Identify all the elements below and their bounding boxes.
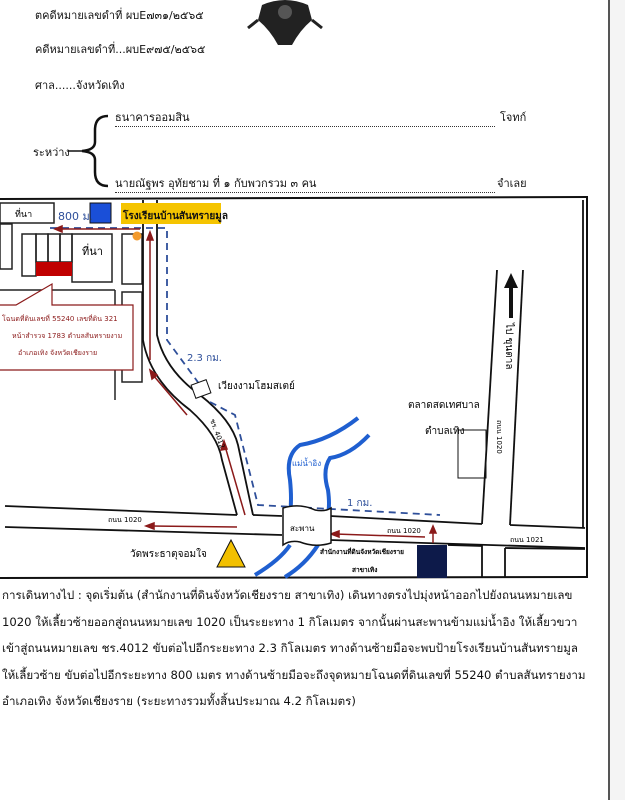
school-label: โรงเรียนบ้านสันทรายมูล [122, 209, 228, 223]
between-label: ระหว่าง [33, 146, 70, 159]
court-name: ศาล......จังหวัดเทิง [35, 79, 125, 92]
directions-line: 1020 ให้เลี้ยวซ้ายออกสู่ถนนหมายเลข 1020 … [2, 614, 578, 629]
market-label-2: ตำบลเทิง [425, 426, 465, 437]
deed-line-1: โฉนดที่ดินเลขที่ 55240 เลขที่ดิน 321 [2, 314, 118, 323]
map-frame [0, 196, 589, 579]
market-building [457, 429, 487, 479]
road-1020-left-label: ถนน 1020 [108, 516, 142, 524]
route-arrows [53, 224, 438, 543]
office-building [417, 545, 447, 578]
school-sign [121, 203, 221, 224]
directions-line: การเดินทางไป : จุดเริ่มต้น (สำนักงานที่ด… [2, 588, 573, 602]
page-margin [610, 0, 625, 800]
dashed-route [50, 227, 441, 516]
plaintiff-role: โจทก์ [500, 111, 527, 124]
directions-line: ให้เลี้ยวซ้าย ขับต่อไปอีกระยะทาง 800 เมต… [2, 667, 586, 682]
bridge [282, 505, 332, 547]
distance-2-3km: 2.3 กม. [187, 353, 222, 364]
target-plot [36, 262, 72, 276]
destination-marker [132, 231, 142, 241]
distance-800m: 800 ม. [58, 210, 93, 223]
plaintiff-name: ธนาคารออมสิน [115, 108, 495, 127]
road-1020-vertical-label: ถนน 1020 [495, 420, 503, 454]
directions-line: อำเภอเทิง จังหวัดเชียงราย (ระยะทางรวมทั้… [2, 694, 356, 709]
to-khuntan-label: ไป ขุนตาล [503, 322, 515, 369]
page-edge [608, 0, 610, 800]
deed-callout [0, 282, 134, 371]
homestay-building [190, 379, 212, 399]
deed-line-2: หน้าสำรวจ 1783 ตำบลสันทรายงาม [12, 332, 122, 340]
road-1021-label: ถนน 1021 [510, 536, 544, 544]
river-label: แม่น้ำอิง [292, 457, 321, 468]
road-1020-right-label: ถนน 1020 [387, 527, 421, 535]
black-case-number-1: ตคดีหมายเลขดำที่ ผบE๗๓๑/๒๕๖๕ [35, 9, 204, 22]
office-label-2: สาขาเทิง [352, 566, 377, 574]
black-case-number-2: คดีหมายเลขดำที่...ผบE๙๗๕/๒๕๖๕ [35, 43, 206, 56]
road-1020 [4, 200, 586, 577]
market-label-1: ตลาดสดเทศบาล [408, 400, 480, 411]
temple-label: วัดพระธาตุจอมใจ [130, 548, 207, 560]
distance-1km: 1 กม. [347, 498, 372, 509]
field-label-2: ที่นา [82, 243, 103, 258]
defendant-name: นายณัฐพร อุทัยชาม ที่ ๑ กับพวกรวม ๓ คน [115, 174, 495, 193]
brace [81, 114, 109, 188]
river [253, 416, 371, 579]
arrow-up-icon [504, 273, 518, 318]
homestay-label: เวียงงามโฮมสเตย์ [218, 379, 295, 392]
directions-line: เข้าสู่ถนนหมายเลข ชร.4012 ขับต่อไปอีกระย… [2, 641, 579, 656]
field-label: ที่นา [15, 207, 32, 220]
bridge-label: สะพาน [290, 524, 315, 533]
defendant-role: จำเลย [497, 177, 527, 190]
office-label-1: สำนักงานที่ดินจังหวัดเชียงราย [320, 546, 404, 556]
deed-line-3: อำเภอเทิง จังหวัดเชียงราย [18, 349, 97, 357]
garuda-emblem [247, 0, 323, 45]
directions-text: การเดินทางไป : จุดเริ่มต้น (สำนักงานที่ด… [2, 582, 602, 715]
temple-icon [216, 538, 246, 568]
blue-marker [89, 202, 112, 224]
